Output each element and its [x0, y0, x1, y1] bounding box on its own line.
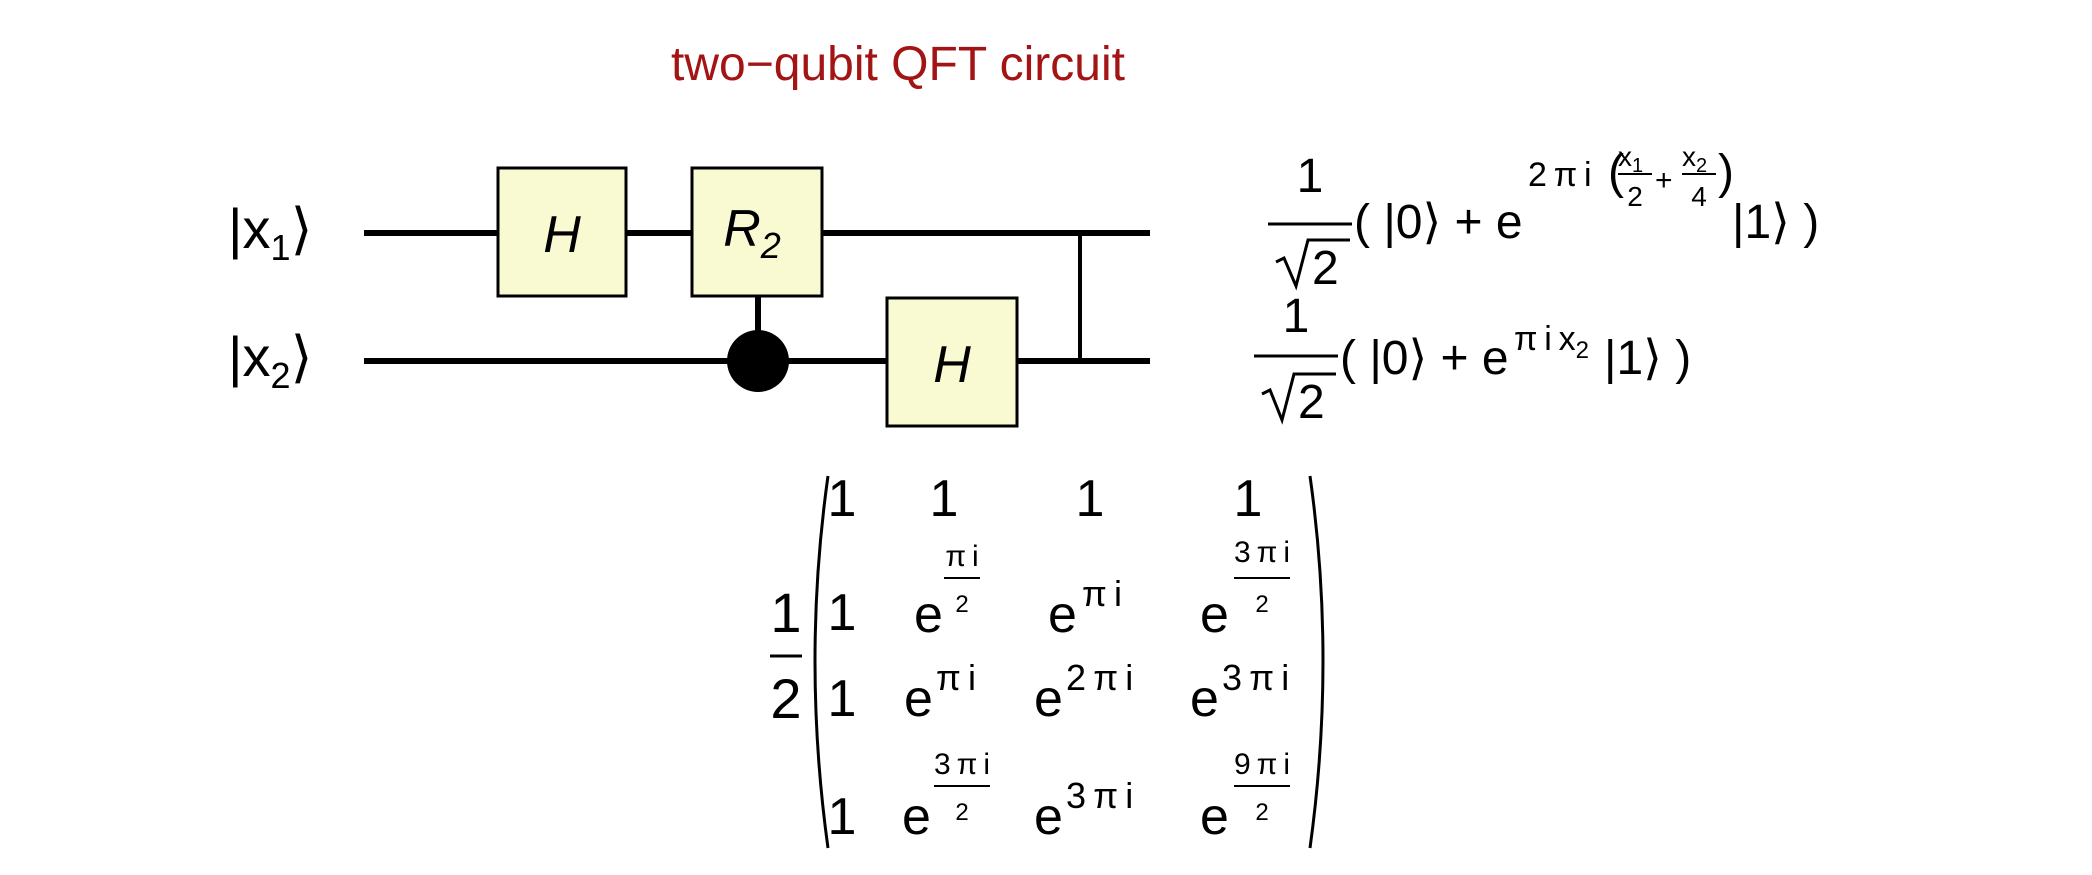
matrix-entry-r1c4: 1 [1234, 470, 1263, 528]
hadamard-gate-2-label: H [933, 336, 971, 394]
output-2-sqrt-sign [1261, 372, 1336, 425]
svg-text:π i: π i [945, 540, 978, 573]
svg-text:): ) [1718, 146, 1734, 199]
hadamard-gate-1: H [496, 166, 628, 298]
input-ket-x2-var: x [243, 325, 271, 388]
svg-text:|x1⟩: |x1⟩ [228, 197, 312, 268]
output-2-sqrt-value: 2 [1298, 376, 1325, 429]
svg-text:2: 2 [1255, 591, 1268, 618]
r2-gate-label: R [723, 200, 761, 258]
output-1-sqrt-sign [1275, 238, 1350, 291]
output-1-frac1-num: x1 [1618, 141, 1643, 177]
svg-text:π i: π i [1082, 573, 1122, 614]
output-1-frac1-den: 2 [1627, 181, 1643, 212]
output-1-frac2-num: x2 [1682, 141, 1707, 177]
control-dot [727, 330, 789, 392]
input-ket-x1: |x1⟩ [228, 197, 312, 268]
matrix-entry-r1c1: 1 [828, 470, 857, 528]
matrix-entry-r4c4: e 9 π i 2 [1200, 748, 1290, 846]
svg-text:3 π i: 3 π i [1066, 775, 1133, 816]
matrix-entry-r3c2: e π i [904, 657, 976, 728]
hadamard-gate-2: H [885, 296, 1019, 428]
output-2-numerator: 1 [1283, 290, 1310, 343]
output-2-exponent: π i x2 [1514, 320, 1589, 364]
hadamard-gate-1-label: H [543, 206, 581, 264]
svg-text:e: e [914, 586, 943, 644]
output-1-sqrt-value: 2 [1312, 242, 1339, 295]
svg-text:9 π i: 9 π i [1234, 748, 1290, 781]
output-1-close: |1⟩ ) [1732, 196, 1819, 249]
output-1-numerator: 1 [1297, 150, 1324, 203]
svg-text:e: e [1200, 788, 1229, 846]
matrix-entry-r2c4: e 3 π i 2 [1200, 536, 1290, 644]
svg-text:e: e [1190, 670, 1219, 728]
svg-text:π i: π i [936, 657, 976, 698]
svg-text:e: e [1034, 670, 1063, 728]
diagram-title: two−qubit QFT circuit [671, 38, 1125, 91]
matrix-entry-r2c1: 1 [828, 584, 857, 642]
input-ket-x1-var: x [243, 197, 271, 260]
output-1-open: ( |0⟩ + e [1354, 196, 1523, 249]
svg-text:3 π i: 3 π i [1234, 536, 1290, 569]
svg-text:e: e [902, 788, 931, 846]
qft-matrix: 1 2 1 1 1 1 1 1 1 e π i 2 e π i e 3 π i … [770, 470, 1325, 849]
svg-text:R2: R2 [723, 200, 781, 266]
output-2-close: |1⟩ ) [1604, 332, 1691, 385]
svg-text:e: e [904, 670, 933, 728]
svg-text:e: e [1034, 788, 1063, 846]
matrix-prefactor-denominator: 2 [770, 667, 801, 730]
input-ket-x1-sub: 1 [271, 227, 291, 268]
matrix-entry-r3c4: e 3 π i [1190, 657, 1289, 728]
matrix-entry-r3c3: e 2 π i [1034, 657, 1133, 728]
svg-text:(: ( [1608, 146, 1624, 199]
matrix-entry-r1c3: 1 [1076, 470, 1105, 528]
svg-text:2: 2 [1255, 799, 1268, 826]
r2-gate-sub: 2 [760, 225, 781, 266]
svg-text:3 π i: 3 π i [1222, 657, 1289, 698]
matrix-entry-r1c2: 1 [930, 470, 959, 528]
output-1-plus: + [1655, 164, 1673, 197]
matrix-entry-r4c3: e 3 π i [1034, 775, 1133, 846]
matrix-entry-r4c2: e 3 π i 2 [902, 748, 990, 846]
svg-text:2: 2 [955, 799, 968, 826]
matrix-entry-r2c3: e π i [1048, 573, 1122, 644]
output-state-1: 1 2 ( |0⟩ + e 2 π i ( x1 2 + x2 4 ) |1⟩ … [1268, 141, 1819, 295]
svg-text:e: e [1048, 586, 1077, 644]
output-state-2: 1 2 ( |0⟩ + e π i x2 |1⟩ ) [1254, 290, 1691, 429]
matrix-entry-r4c1: 1 [828, 788, 857, 846]
svg-text:|x2⟩: |x2⟩ [228, 325, 312, 396]
matrix-left-paren [813, 475, 830, 849]
svg-text:2 π i: 2 π i [1066, 657, 1133, 698]
output-1-exponent-head: 2 π i [1528, 156, 1592, 194]
r2-gate: R2 [690, 166, 824, 298]
matrix-entry-r2c2: e π i 2 [914, 540, 980, 644]
output-2-open: ( |0⟩ + e [1340, 332, 1509, 385]
output-1-frac2-den: 4 [1691, 181, 1707, 212]
matrix-right-paren [1308, 475, 1325, 849]
matrix-entry-r3c1: 1 [828, 670, 857, 728]
svg-text:e: e [1200, 586, 1229, 644]
input-ket-x2: |x2⟩ [228, 325, 312, 396]
matrix-prefactor-numerator: 1 [770, 581, 801, 644]
svg-text:3 π i: 3 π i [934, 748, 990, 781]
input-ket-x2-sub: 2 [271, 355, 291, 396]
svg-text:2: 2 [955, 591, 968, 618]
